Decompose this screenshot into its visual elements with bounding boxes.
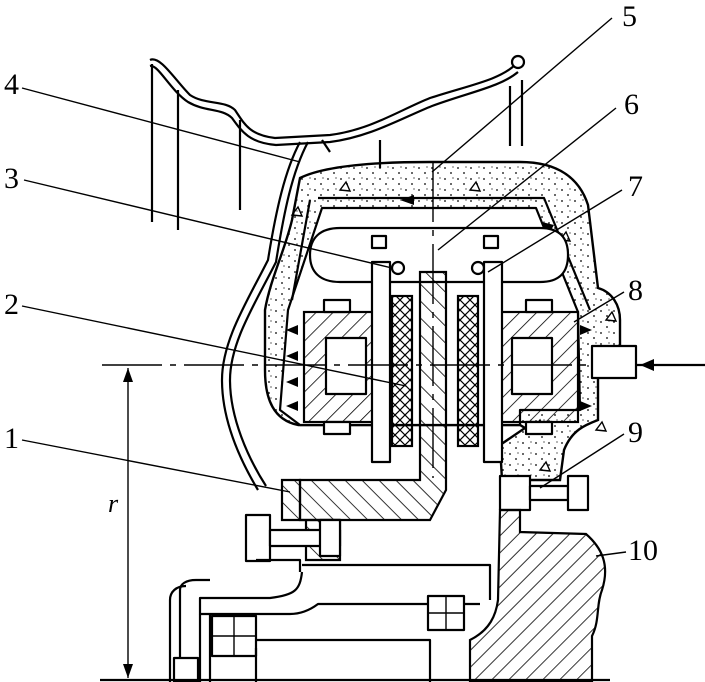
inlet-arrow: [590, 344, 705, 380]
label-5: 5: [622, 0, 637, 33]
left-lining: [390, 294, 414, 448]
leader-lines: [21, 17, 627, 557]
brake-disc: [298, 270, 448, 522]
label-2: 2: [4, 288, 19, 321]
steering-knuckle: [468, 508, 607, 682]
label-3: 3: [4, 162, 19, 195]
right-lining: [456, 294, 480, 448]
label-4: 4: [4, 68, 19, 101]
left-rod: [370, 260, 392, 464]
flow-arrows-left: [286, 325, 298, 411]
label-9: 9: [628, 416, 643, 449]
right-bolt: [498, 474, 590, 512]
label-10: 10: [628, 534, 658, 567]
axle-assembly: [168, 558, 492, 682]
flow-arrows-right: [580, 325, 592, 411]
label-6: 6: [624, 88, 639, 121]
tyre-wall: [220, 141, 309, 491]
label-8: 8: [628, 274, 643, 307]
wheel-rim: [149, 54, 526, 230]
right-rod: [482, 260, 504, 464]
left-bolt: [244, 513, 342, 563]
radius-label: r: [108, 489, 119, 518]
label-1: 1: [4, 422, 19, 455]
radius-dimension: [123, 368, 133, 678]
label-7: 7: [628, 170, 643, 203]
